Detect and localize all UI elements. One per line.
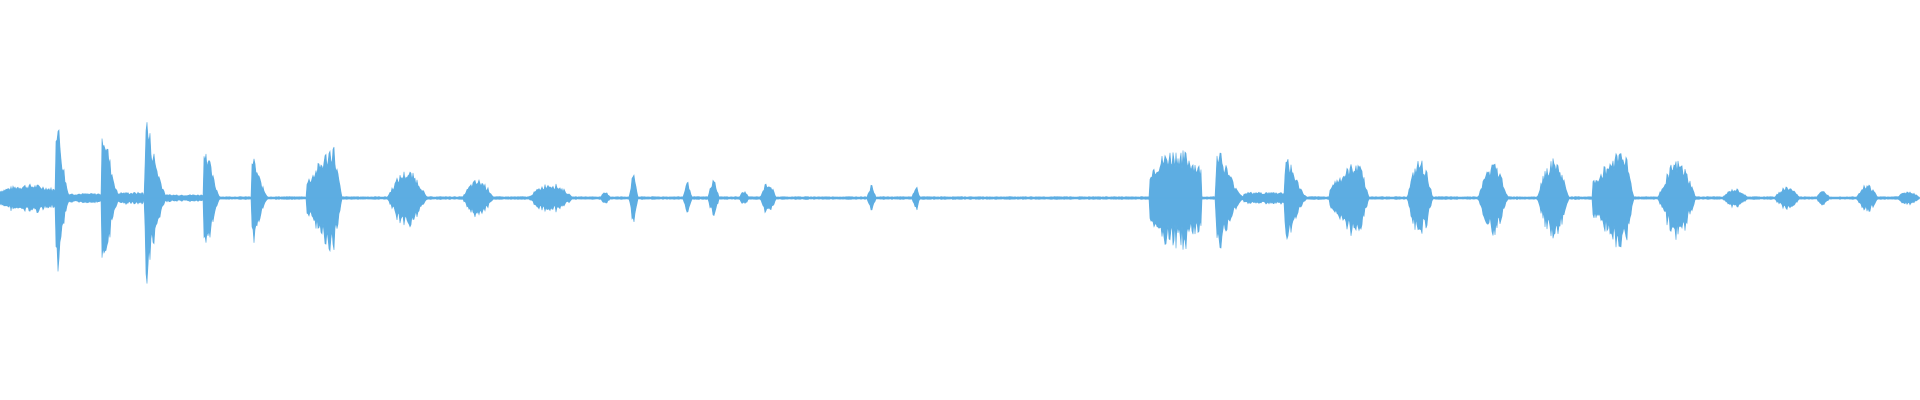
waveform-path bbox=[0, 122, 1920, 284]
